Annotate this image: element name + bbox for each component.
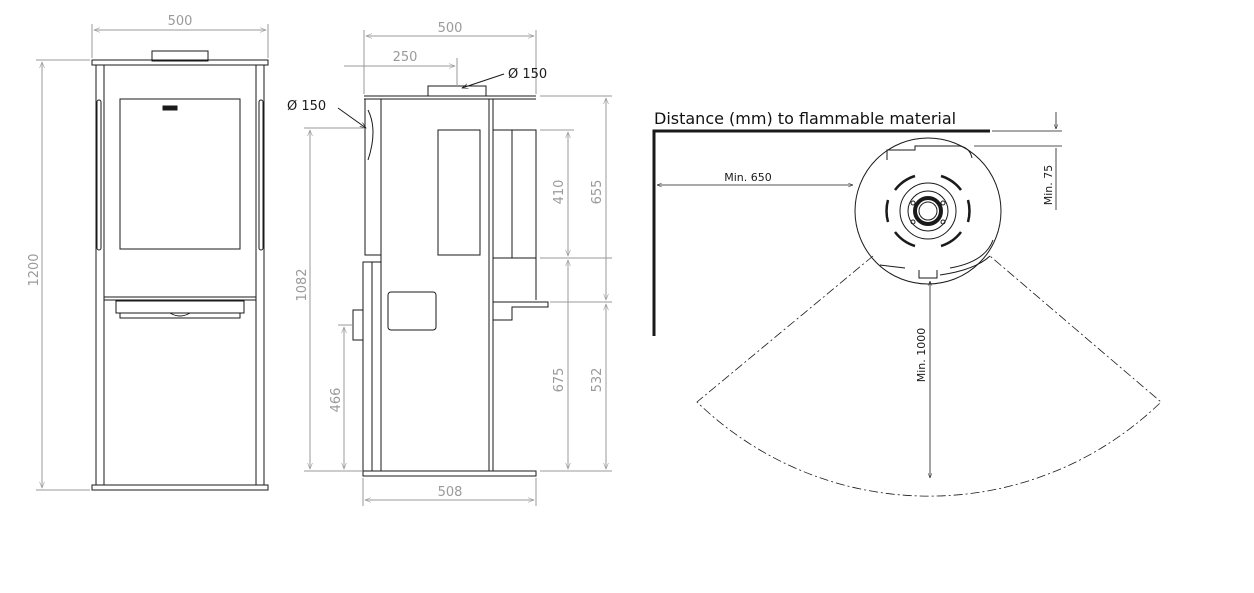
flue-offset-label: 250 bbox=[393, 50, 418, 65]
flue-ring-inner bbox=[913, 196, 943, 226]
rear-outlet bbox=[352, 309, 364, 341]
stove-body bbox=[95, 64, 265, 486]
dim-532-label: 532 bbox=[590, 368, 605, 393]
left-slot bbox=[96, 99, 102, 251]
rear-clearance-dimension bbox=[974, 112, 1062, 210]
clearance-title: Distance (mm) to flammable material bbox=[654, 109, 956, 128]
stove-outline bbox=[854, 137, 1002, 285]
right-dimensions bbox=[540, 95, 612, 472]
front-height-label: 1200 bbox=[27, 253, 42, 286]
rear-panel bbox=[364, 98, 381, 256]
top-flue-label: Ø 150 bbox=[508, 67, 547, 82]
height-466-dimension bbox=[338, 324, 352, 470]
rear-tab bbox=[886, 145, 973, 160]
side-depth-dimension bbox=[363, 30, 537, 94]
side-window bbox=[437, 129, 481, 256]
base-plate bbox=[91, 484, 269, 491]
front-height-dimension bbox=[36, 59, 90, 491]
base-width-label: 508 bbox=[438, 485, 463, 500]
ash-handle bbox=[493, 301, 549, 321]
side-clearance-label: Min. 650 bbox=[724, 171, 772, 184]
top-flue-collar bbox=[151, 50, 209, 62]
dim-655-label: 655 bbox=[590, 180, 605, 205]
flue-ring-mid bbox=[907, 190, 949, 232]
side-depth-label: 500 bbox=[438, 21, 463, 36]
stove-plan bbox=[854, 137, 1002, 285]
ash-opening bbox=[115, 300, 245, 314]
height-1082-dimension bbox=[304, 127, 364, 472]
side-view bbox=[352, 85, 549, 477]
flue-ring-outer bbox=[899, 182, 957, 240]
right-slot bbox=[258, 99, 264, 251]
dim-675-label: 675 bbox=[552, 368, 567, 393]
height-466-label: 466 bbox=[329, 388, 344, 413]
clearance-arc bbox=[696, 255, 1162, 497]
rear-flue-label: Ø 150 bbox=[287, 99, 326, 114]
height-1082-label: 1082 bbox=[295, 268, 310, 301]
front-door-profile bbox=[492, 129, 537, 259]
dim-410-label: 410 bbox=[552, 180, 567, 205]
rear-flue-leader bbox=[337, 107, 367, 129]
front-width-label: 500 bbox=[168, 14, 193, 29]
side-base bbox=[362, 470, 537, 477]
logo-badge bbox=[162, 105, 178, 111]
flue-offset-dimension bbox=[344, 58, 458, 86]
front-width-dimension bbox=[91, 24, 269, 58]
base-width-dimension bbox=[362, 478, 537, 506]
rear-clearance-label: Min. 75 bbox=[1042, 165, 1055, 206]
wall-corner bbox=[652, 129, 990, 336]
front-handle bbox=[918, 270, 938, 279]
access-hatch bbox=[387, 291, 437, 331]
top-flue-leader bbox=[461, 73, 505, 89]
front-view bbox=[91, 50, 269, 491]
side-top-flue bbox=[427, 85, 487, 97]
front-clearance-label: Min. 1000 bbox=[915, 328, 928, 383]
glass-door bbox=[119, 98, 241, 250]
side-body bbox=[380, 98, 490, 472]
